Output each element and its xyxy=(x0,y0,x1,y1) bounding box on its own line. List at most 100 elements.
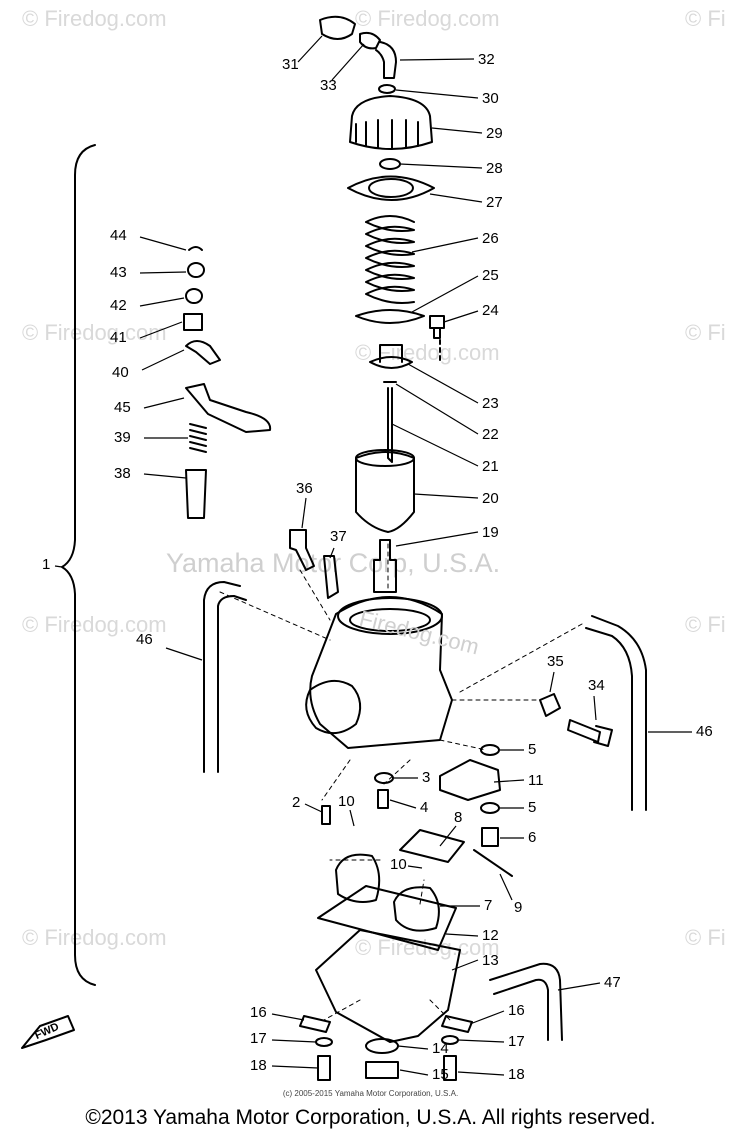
callout-leader-line xyxy=(407,363,479,404)
callout-leader-line xyxy=(389,799,417,809)
part-47-hose xyxy=(489,962,563,1041)
part-callout-10: 10 xyxy=(338,793,355,810)
part-23-needle-holder xyxy=(369,344,413,369)
callout-leader-line xyxy=(329,547,335,559)
part-callout-16: 16 xyxy=(508,1002,525,1019)
part-21-jet-needle xyxy=(387,387,393,463)
callout-leader-line xyxy=(304,803,323,813)
part-36-idle-screw xyxy=(289,529,315,571)
part-callout-18: 18 xyxy=(250,1057,267,1074)
part-2-screw xyxy=(321,805,331,825)
part-callout-17: 17 xyxy=(508,1033,525,1050)
callout-leader-line xyxy=(331,43,365,81)
part-callout-1: 1 xyxy=(42,556,50,573)
callout-leader-line xyxy=(593,695,597,721)
part-41-adjuster xyxy=(183,313,203,331)
callout-leader-line xyxy=(271,1013,305,1021)
callout-leader-line xyxy=(499,873,513,901)
callout-leader-line xyxy=(399,1069,429,1076)
part-callout-30: 30 xyxy=(482,90,499,107)
part-callout-15: 15 xyxy=(432,1066,449,1083)
part-callout-44: 44 xyxy=(110,227,127,244)
part-callout-33: 33 xyxy=(320,77,337,94)
part-callout-39: 39 xyxy=(114,429,131,446)
part-3-washer xyxy=(374,772,394,784)
callout-leader-line xyxy=(139,297,185,307)
callout-leader-line xyxy=(411,275,479,313)
part-callout-29: 29 xyxy=(486,125,503,142)
part-17-washer xyxy=(315,1037,333,1047)
part-callout-47: 47 xyxy=(604,974,621,991)
part-callout-27: 27 xyxy=(486,194,503,211)
part-8-float-arm xyxy=(399,829,465,863)
callout-leader-line xyxy=(391,423,479,467)
part-callout-46: 46 xyxy=(136,631,153,648)
watermark: © Firedog.com xyxy=(22,612,167,637)
part-callout-12: 12 xyxy=(482,927,499,944)
callout-leader-line xyxy=(54,565,63,568)
part-callout-7: 7 xyxy=(484,897,492,914)
part-4-jet xyxy=(377,789,389,809)
callout-leader-line xyxy=(271,1065,319,1069)
part-callout-46: 46 xyxy=(696,723,713,740)
watermark: © Firedog.com xyxy=(22,925,167,950)
part-callout-10: 10 xyxy=(390,856,407,873)
part-callout-34: 34 xyxy=(588,677,605,694)
part-7-floats xyxy=(335,853,440,932)
part-5-washer xyxy=(480,802,500,814)
callout-leader-line xyxy=(429,193,483,203)
part-callout-3: 3 xyxy=(422,769,430,786)
part-callout-4: 4 xyxy=(420,799,428,816)
part-20-throttle-valve xyxy=(355,451,415,533)
part-callout-28: 28 xyxy=(486,160,503,177)
part-39-spring xyxy=(189,423,207,453)
part-callout-21: 21 xyxy=(482,458,499,475)
callout-leader-line xyxy=(445,933,479,937)
part-43-cap xyxy=(187,262,205,278)
part-callout-14: 14 xyxy=(432,1040,449,1057)
part-callout-19: 19 xyxy=(482,524,499,541)
callout-leader-line xyxy=(411,237,479,253)
part-callout-38: 38 xyxy=(114,465,131,482)
part-33-banjo xyxy=(359,31,381,50)
part-callout-5: 5 xyxy=(528,741,536,758)
part-callout-43: 43 xyxy=(110,264,127,281)
callout-leader-line xyxy=(139,236,187,251)
callout-leader-line xyxy=(399,163,483,169)
part-callout-24: 24 xyxy=(482,302,499,319)
part-callout-8: 8 xyxy=(454,809,462,826)
part-callout-13: 13 xyxy=(482,952,499,969)
part-26-spring xyxy=(365,215,415,304)
part-42-nut xyxy=(185,288,203,304)
part-callout-36: 36 xyxy=(296,480,313,497)
part-callout-17: 17 xyxy=(250,1030,267,1047)
part-16-plate xyxy=(299,1015,331,1033)
callout-leader-line xyxy=(413,493,479,499)
callout-leader-line xyxy=(431,127,483,134)
part-37-pilot-screw xyxy=(323,555,339,599)
part-callout-25: 25 xyxy=(482,267,499,284)
part-callout-11: 11 xyxy=(528,772,544,789)
callout-leader-line xyxy=(301,497,307,529)
part-6-seat xyxy=(481,827,499,847)
callout-leader-line xyxy=(557,982,601,991)
part-18-screw xyxy=(317,1055,331,1081)
part-31-rubber-cap xyxy=(319,15,356,40)
watermark: © Firedog.com xyxy=(22,320,167,345)
watermark: © Firedog.com xyxy=(355,6,500,31)
part-callout-45: 45 xyxy=(114,399,131,416)
assembly-brace xyxy=(61,144,96,986)
part-27-gasket xyxy=(347,175,435,201)
callout-leader-line xyxy=(143,397,185,409)
callout-leader-line xyxy=(457,1071,505,1076)
part-callout-26: 26 xyxy=(482,230,499,247)
callout-leader-line xyxy=(399,58,475,61)
copyright-footer: ©2013 Yamaha Motor Corporation, U.S.A. A… xyxy=(85,1106,656,1129)
part-46-left-hose xyxy=(203,581,247,773)
callout-leader-line xyxy=(457,1039,505,1043)
watermark: © Fi xyxy=(685,320,726,345)
callout-leader-line xyxy=(141,349,185,371)
part-callout-37: 37 xyxy=(330,528,347,545)
